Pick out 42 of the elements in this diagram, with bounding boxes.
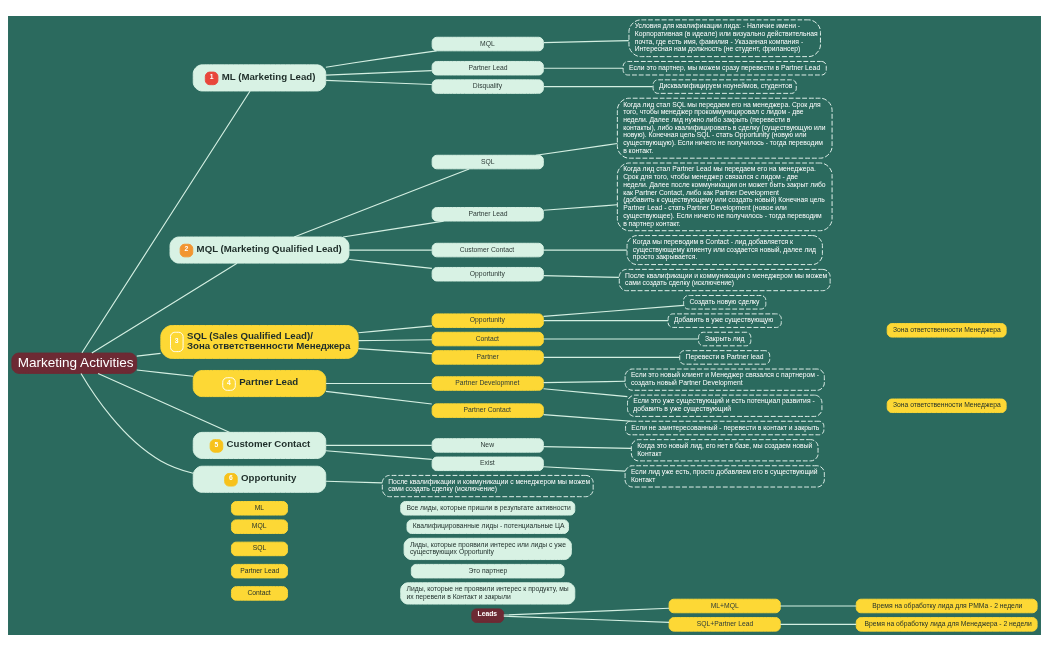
- connector: [97, 372, 230, 433]
- connector: [325, 390, 433, 405]
- connector: [542, 39, 630, 43]
- connector: [325, 382, 433, 384]
- connector: [357, 347, 433, 354]
- connector: [542, 249, 628, 251]
- connector: [542, 304, 685, 317]
- connector: [81, 89, 251, 353]
- connector: [348, 258, 433, 269]
- connector: [91, 262, 238, 354]
- connector: [348, 249, 433, 251]
- connector: [542, 445, 632, 449]
- connector: [779, 604, 857, 607]
- connector: [325, 480, 383, 483]
- connector: [136, 352, 162, 357]
- connector: [80, 372, 194, 474]
- connector: [542, 319, 669, 321]
- connector: [542, 203, 618, 211]
- connector: [542, 337, 699, 340]
- connector: [325, 444, 433, 446]
- connector: [542, 67, 624, 69]
- connector: [325, 69, 433, 76]
- connector: [535, 142, 618, 156]
- connector: [542, 380, 626, 383]
- connector: [503, 607, 670, 616]
- connector: [503, 615, 670, 623]
- connector: [542, 387, 628, 397]
- connector: [357, 338, 433, 341]
- connector: [779, 623, 857, 625]
- connector: [357, 324, 433, 333]
- connector: [342, 220, 445, 238]
- connector: [325, 449, 433, 460]
- connector: [542, 85, 654, 87]
- connector: [542, 413, 633, 422]
- node-box: Marketing Activities: [11, 352, 138, 374]
- connector: [542, 274, 620, 278]
- connector: [293, 167, 470, 238]
- connector: [325, 79, 433, 85]
- connector: [542, 465, 626, 472]
- connector: [136, 368, 194, 377]
- connector: [325, 49, 438, 68]
- connector: [542, 356, 681, 358]
